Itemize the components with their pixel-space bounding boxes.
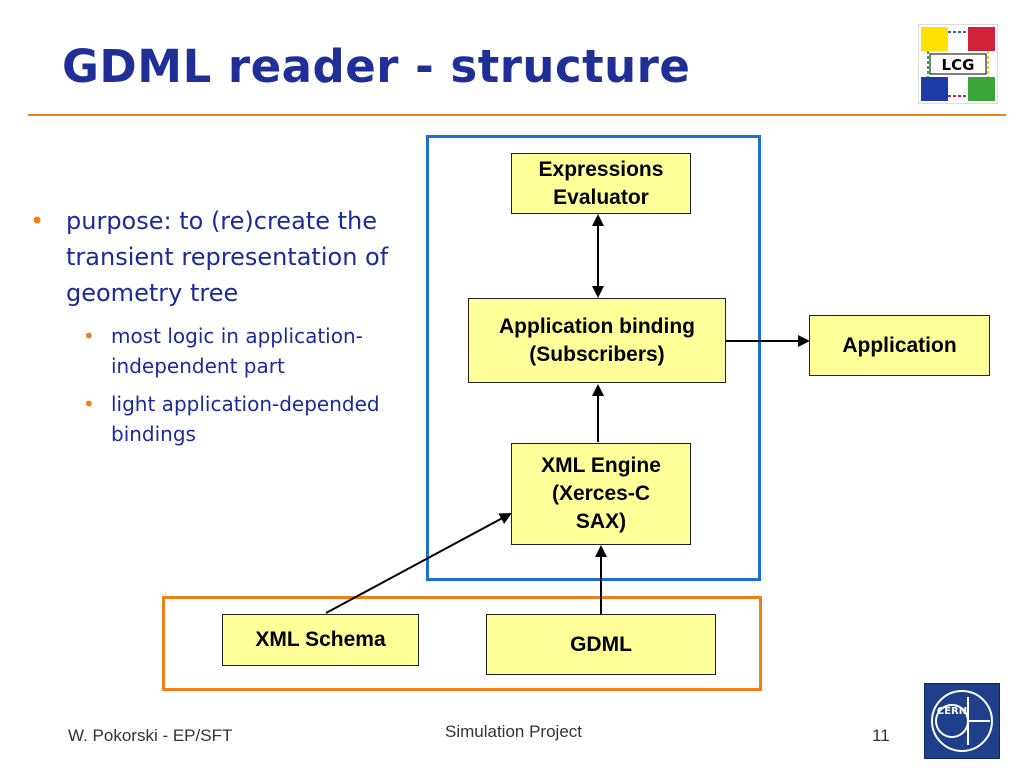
expressions-evaluator-box: Expressions Evaluator (511, 153, 691, 214)
sub-bullet-text: most logic in application-independent pa… (111, 324, 363, 378)
footer-author: W. Pokorski - EP/SFT (68, 726, 233, 745)
application-box: Application (809, 315, 990, 376)
sub-bullet-item: • light application-depended bindings (30, 389, 420, 449)
xml-engine-box: XML Engine (Xerces-C SAX) (511, 443, 691, 545)
bullet-dot-icon: • (30, 207, 45, 235)
lcg-logo-text: LCG (942, 56, 975, 74)
page-number: 11 (872, 726, 890, 745)
gdml-box: GDML (486, 614, 716, 675)
cern-logo: CERN (924, 683, 1000, 759)
arrow-schema-engine (325, 513, 512, 614)
application-binding-box: Application binding (Subscribers) (468, 298, 726, 383)
bullet-text: purpose: to (re)create the transient rep… (66, 207, 389, 307)
footer-project: Simulation Project (445, 722, 583, 741)
sub-bullet-item: • most logic in application-independent … (30, 321, 420, 381)
bullet-list: • purpose: to (re)create the transient r… (30, 203, 420, 449)
title-divider (28, 114, 1006, 116)
bullet-dot-icon: • (83, 324, 95, 348)
cern-logo-text: CERN (937, 706, 967, 717)
slide-title: GDML reader - structure (62, 40, 691, 93)
lcg-logo: LCG (918, 24, 998, 104)
inputs-frame (162, 596, 762, 691)
reader-frame (426, 135, 761, 581)
sub-bullet-text: light application-depended bindings (111, 392, 380, 446)
bullet-item: • purpose: to (re)create the transient r… (30, 203, 420, 311)
bullet-dot-icon: • (83, 392, 95, 416)
xml-schema-box: XML Schema (222, 614, 419, 666)
